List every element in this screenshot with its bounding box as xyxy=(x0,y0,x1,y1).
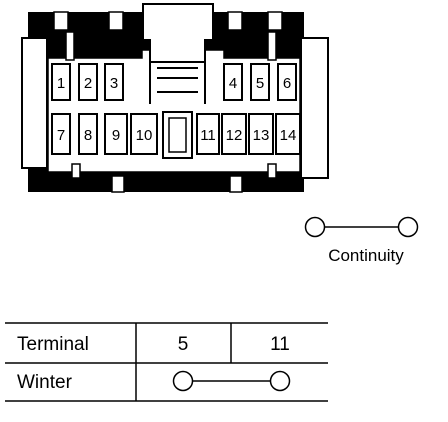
terminal-label: 1 xyxy=(57,75,65,92)
table-header-terminal: Terminal xyxy=(17,334,89,355)
terminal-cell xyxy=(78,63,98,101)
table-header-column: 11 xyxy=(270,334,290,355)
terminal-label: 8 xyxy=(84,127,92,144)
continuity-symbol-icon xyxy=(172,370,291,392)
continuity-symbol-icon xyxy=(304,216,419,238)
terminal-label: 9 xyxy=(112,127,120,144)
continuity-table: Terminal 5 11 Winter xyxy=(5,322,328,402)
terminal-cell xyxy=(130,113,158,155)
terminal-cell xyxy=(275,113,301,155)
terminal-label: 2 xyxy=(84,75,92,92)
terminal-label: 14 xyxy=(280,127,297,144)
terminal-cell xyxy=(196,113,220,155)
terminal-label: 10 xyxy=(136,127,153,144)
terminal-cell xyxy=(78,113,98,155)
terminal-row-bottom: 7 8 9 10 11 12 13 14 xyxy=(51,113,301,155)
terminal-label: 13 xyxy=(253,127,270,144)
terminal-label: 6 xyxy=(283,75,291,92)
terminal-cell xyxy=(51,63,71,101)
connector: 1 2 3 4 5 6 7 8 9 10 11 12 13 14 xyxy=(21,3,329,193)
terminal-cell xyxy=(250,63,270,101)
terminal-label: 5 xyxy=(256,75,264,92)
terminal-label: 4 xyxy=(229,75,237,92)
terminal-cell xyxy=(51,113,71,155)
terminal-row-top: 1 2 3 4 5 6 xyxy=(51,63,297,101)
right-flange xyxy=(302,37,329,179)
terminal-label: 3 xyxy=(110,75,118,92)
legend-label: Continuity xyxy=(328,246,404,265)
left-flange xyxy=(21,37,46,169)
terminal-cell xyxy=(223,63,243,101)
connector-latch xyxy=(142,3,214,63)
terminal-label: 12 xyxy=(226,127,243,144)
terminal-label: 11 xyxy=(200,127,216,144)
terminal-cell xyxy=(248,113,274,155)
terminal-cell xyxy=(221,113,247,155)
terminal-cell xyxy=(104,113,128,155)
table-row-label: Winter xyxy=(17,372,73,393)
terminal-label: 7 xyxy=(57,127,65,144)
continuity-legend: Continuity xyxy=(304,216,419,265)
table-header-column: 5 xyxy=(178,334,189,355)
terminal-cell xyxy=(277,63,297,101)
terminal-cell xyxy=(104,63,124,101)
